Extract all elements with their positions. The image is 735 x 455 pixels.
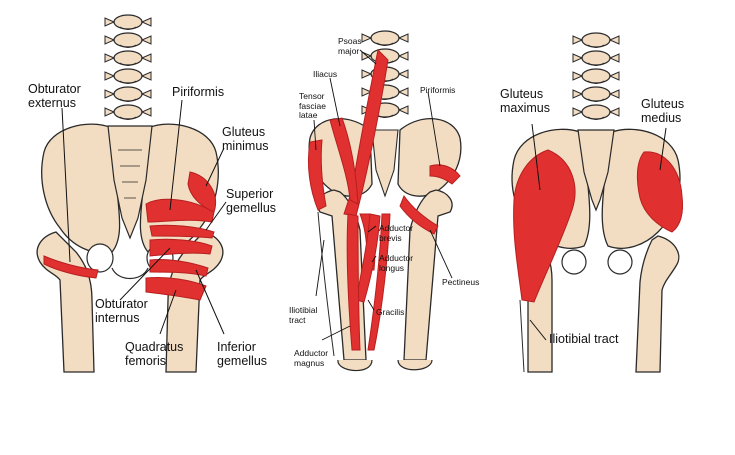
label-gluteus-minimus: Gluteus minimus <box>222 125 269 153</box>
label-quadratus-femoris: Quadratus femoris <box>125 340 184 368</box>
panel-2-leader-lines <box>313 49 453 341</box>
left-obturator-foramen <box>86 243 114 273</box>
label-adductor-brevis: Adductor brevis <box>379 223 414 243</box>
panel-posterior-gluteal <box>511 32 683 373</box>
label-gluteus-medius: Gluteus medius <box>641 97 685 125</box>
label-psoas-major: Psoas major <box>338 36 362 56</box>
adductor-longus-muscle <box>355 213 381 303</box>
lumbar-spine-posterior <box>572 32 620 121</box>
right-femur-posterior <box>635 235 680 373</box>
pelvis-right-ilium-anterior <box>397 118 462 197</box>
label-piriformis-anterior: Piriformis <box>420 85 456 95</box>
panel-deep-hip-rotators <box>36 14 227 373</box>
sacrum-posterior <box>577 129 615 212</box>
label-gracilis: Gracilis <box>376 307 405 317</box>
label-piriformis: Piriformis <box>172 85 225 99</box>
panel-anterior-hip-thigh <box>307 30 462 372</box>
gluteus-medius-muscle <box>636 151 683 233</box>
label-tensor-fasciae-latae: Tensor fasciae latae <box>299 91 326 121</box>
inferior-gemellus-muscle <box>149 259 209 277</box>
label-iliotibial-tract-anterior: Iliotibial tract <box>289 305 318 325</box>
pelvis-left-ilium <box>41 123 121 254</box>
gracilis-muscle <box>367 213 391 351</box>
iliotibial-tract-posterior <box>519 299 525 373</box>
gluteus-maximus-muscle <box>513 149 576 303</box>
gluteus-minimus-muscle <box>187 171 216 213</box>
iliotibial-tract-band <box>317 211 335 357</box>
label-superior-gemellus: Superior gemellus <box>226 187 277 215</box>
label-iliacus: Iliacus <box>313 69 338 79</box>
left-femur <box>36 231 95 373</box>
label-obturator-externus: Obturator externus <box>28 82 81 110</box>
adductor-magnus-muscle <box>346 213 361 351</box>
obturator-externus-muscle <box>43 255 99 279</box>
label-inferior-gemellus: Inferior gemellus <box>217 340 268 368</box>
obturator-internus-muscle <box>149 238 213 257</box>
label-adductor-magnus: Adductor magnus <box>294 348 329 368</box>
label-adductor-longus: Adductor longus <box>379 253 414 273</box>
label-pectineus: Pectineus <box>442 277 480 287</box>
panel-3-leader-lines <box>529 123 667 341</box>
panel-1-leader-lines <box>61 99 227 335</box>
label-gluteus-maximus: Gluteus maximus <box>500 87 551 115</box>
label-obturator-internus: Obturator internus <box>95 297 148 325</box>
tensor-fasciae-latae-muscle <box>307 139 327 211</box>
quadratus-femoris-muscle <box>145 277 207 301</box>
pectineus-muscle <box>399 194 439 235</box>
label-iliotibial-tract-posterior: Iliotibial tract <box>549 332 619 346</box>
sacrum-anterior <box>371 129 399 198</box>
piriformis-muscle-anterior <box>429 164 461 185</box>
lumbar-spine <box>104 14 152 121</box>
superior-gemellus-muscle <box>149 224 215 239</box>
iliacus-muscle <box>329 117 359 205</box>
